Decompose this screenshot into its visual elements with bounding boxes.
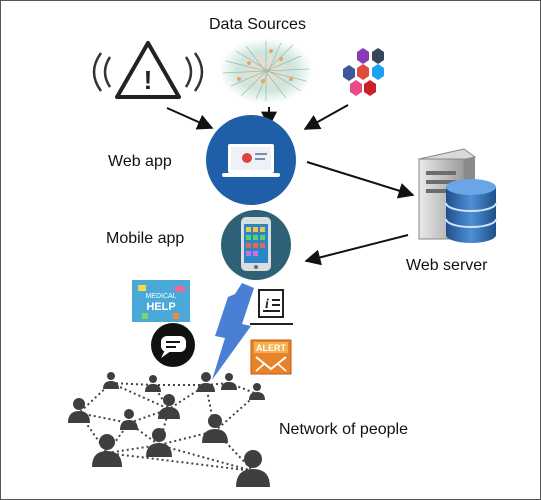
mobile-app-label: Mobile app (106, 230, 185, 247)
arrow-webapp-to-server (306, 161, 415, 199)
web-server-label: Web server (406, 257, 488, 274)
person-icon (68, 398, 90, 423)
medical-help-icon: MEDICAL HELP (132, 280, 190, 322)
warning-broadcast-icon: ! (92, 41, 204, 99)
laptop-circle-icon (206, 115, 296, 205)
diagram-title: Data Sources (209, 16, 306, 33)
network-label: Network of people (279, 421, 408, 438)
person-icon (249, 383, 265, 400)
person-icon (103, 372, 119, 389)
person-icon (145, 375, 161, 392)
person-icon (197, 372, 215, 392)
server-database-icon (417, 148, 497, 243)
person-icon (158, 394, 180, 419)
smartphone-circle-icon (221, 210, 291, 280)
info-document-icon: i (250, 289, 293, 325)
data-network-graph-icon (219, 38, 313, 104)
info-text: i (265, 297, 269, 312)
arrow-server-to-mobileapp (304, 234, 409, 266)
person-icon (92, 434, 122, 467)
alert-text: ALERT (256, 343, 286, 353)
person-icon (146, 428, 172, 457)
social-media-hexagons-icon (343, 48, 384, 96)
chat-bubble-icon (151, 323, 195, 367)
person-icon (236, 450, 270, 487)
medical-text: MEDICAL (145, 293, 176, 300)
help-text: HELP (146, 301, 175, 313)
lightning-bolt-icon (212, 283, 254, 380)
person-icon (221, 373, 237, 390)
web-app-label: Web app (108, 153, 172, 170)
arrow-social-to-webapp (303, 104, 349, 130)
arrow-alert-to-webapp (166, 107, 214, 130)
alert-mark-text: ! (144, 65, 153, 95)
person-icon (202, 414, 228, 443)
alert-envelope-icon: ALERT (250, 339, 292, 375)
person-icon (120, 409, 138, 430)
